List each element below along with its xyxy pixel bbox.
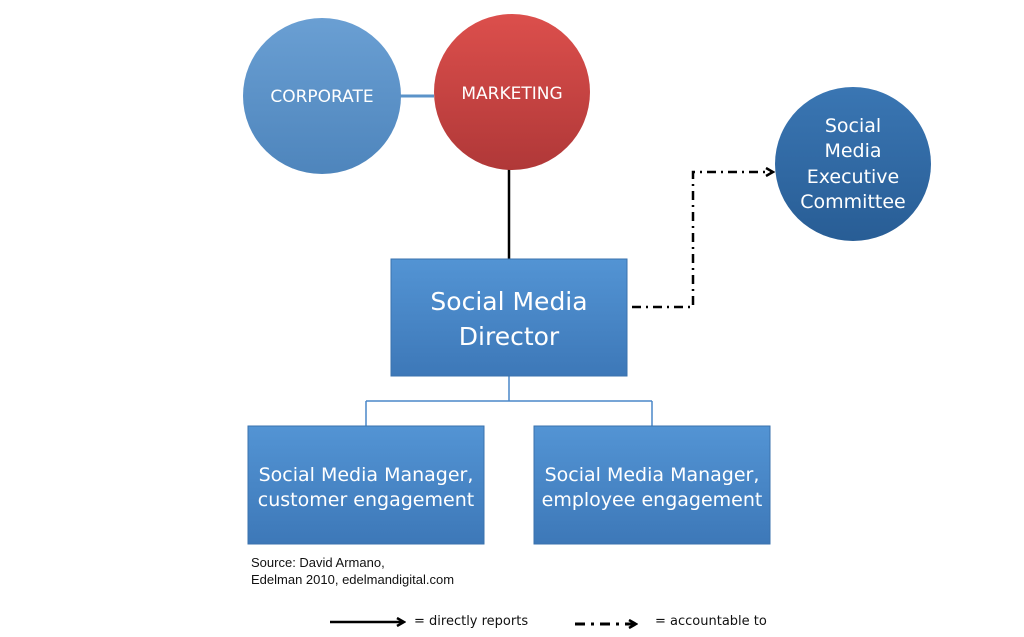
manager-customer-label-line: Social Media Manager,	[259, 464, 474, 486]
legend-accountable-label: = accountable to	[655, 614, 767, 629]
director-label-line: Director	[459, 322, 560, 351]
source-line: Edelman 2010, edelmandigital.com	[251, 572, 455, 587]
corporate-label: CORPORATE	[270, 87, 373, 107]
tree-connector	[365, 376, 653, 426]
committee-label-line: Executive	[807, 166, 900, 188]
accountable-to-arrow	[632, 172, 773, 309]
committee-node: Social Media Executive Committee	[775, 87, 931, 241]
manager-customer-node: Social Media Manager, customer engagemen…	[247, 425, 485, 545]
corporate-node: CORPORATE	[243, 18, 401, 174]
marketing-node: MARKETING	[434, 14, 590, 170]
director-label-line: Social Media	[430, 287, 587, 316]
manager-customer-label-line: customer engagement	[258, 489, 474, 511]
legend-direct-label: = directly reports	[414, 614, 529, 629]
committee-label-line: Social	[825, 115, 881, 137]
manager-employee-label-line: employee engagement	[542, 489, 763, 511]
marketing-label: MARKETING	[461, 84, 562, 104]
committee-label-line: Committee	[800, 191, 905, 213]
source-line: Source: David Armano,	[251, 555, 385, 570]
manager-employee-label-line: Social Media Manager,	[545, 464, 760, 486]
director-node: Social Media Director	[390, 258, 628, 377]
manager-employee-node: Social Media Manager, employee engagemen…	[533, 425, 771, 545]
committee-label-line: Media	[824, 140, 881, 162]
